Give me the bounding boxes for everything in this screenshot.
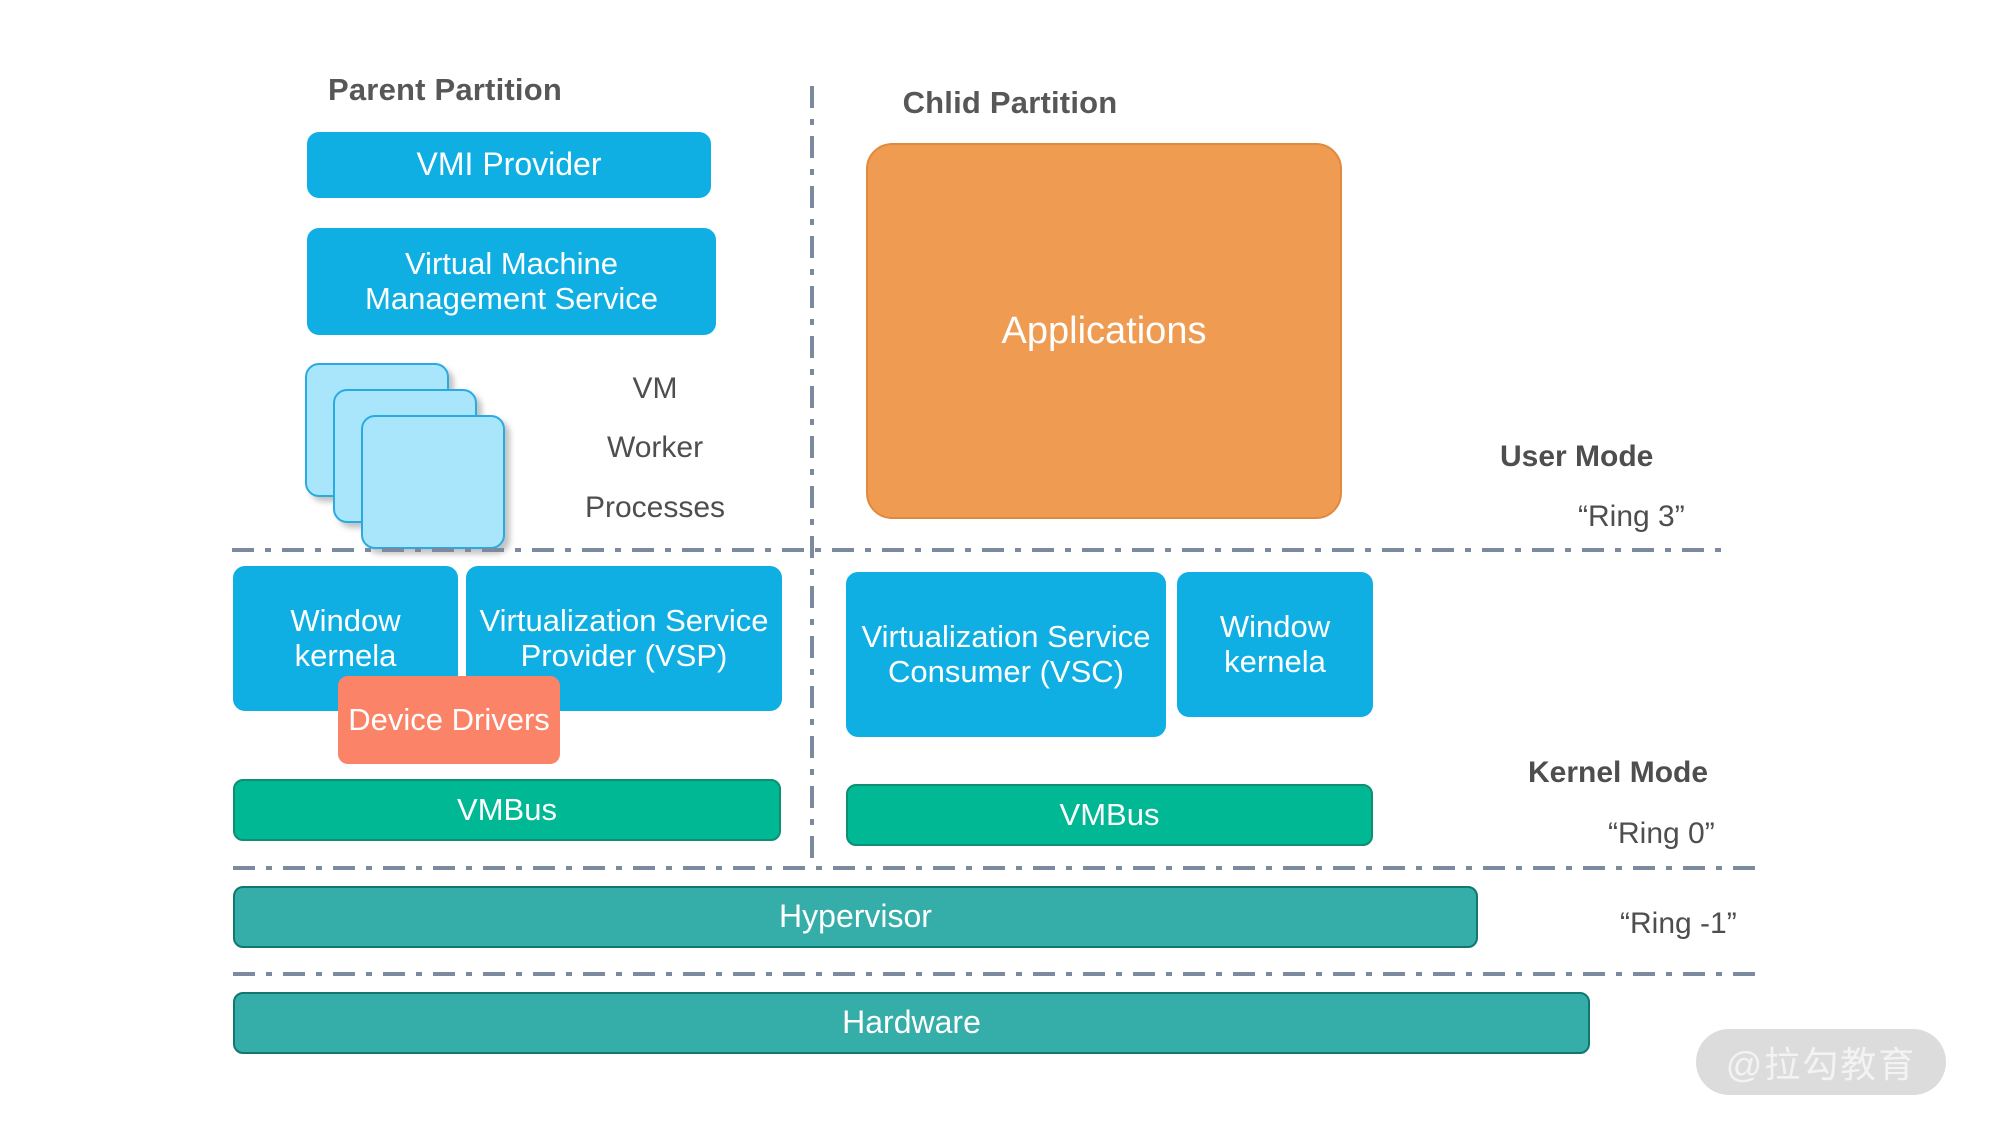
ring3-label: “Ring 3” xyxy=(1578,500,1685,533)
vsp-block[interactable]: Virtualization Service Provider (VSP) xyxy=(466,566,782,711)
parent-vmbus-block[interactable]: VMBus xyxy=(233,779,781,841)
device-drivers-block[interactable]: Device Drivers xyxy=(338,676,560,764)
kernel-mode-label: Kernel Mode xyxy=(1528,756,1709,789)
hardware-block[interactable]: Hardware xyxy=(233,992,1590,1054)
vm-worker-process-stack[interactable] xyxy=(305,363,515,549)
ring0-ring-minus1-divider xyxy=(233,866,1765,870)
applications-block[interactable]: Applications xyxy=(866,143,1342,519)
hypervisor-hardware-divider xyxy=(233,972,1765,976)
child-vmbus-block[interactable]: VMBus xyxy=(846,784,1373,846)
user-mode-label: User Mode xyxy=(1500,440,1654,473)
vsc-block[interactable]: Virtualization Service Consumer (VSC) xyxy=(846,572,1166,737)
watermark: @拉勾教育 xyxy=(1696,1029,1946,1095)
vm-worker-label-line1: VM xyxy=(632,372,678,405)
vm-management-service-block[interactable]: Virtual Machine Management Service xyxy=(307,228,716,335)
vm-worker-card-front xyxy=(361,415,505,549)
ring0-label: “Ring 0” xyxy=(1608,817,1715,850)
ring-minus1-label: “Ring -1” xyxy=(1620,907,1737,940)
child-partition-title: Chlid Partition xyxy=(902,85,1118,120)
partition-divider xyxy=(810,86,814,861)
parent-partition-title: Parent Partition xyxy=(327,72,563,107)
vm-worker-label-line2: Worker xyxy=(606,431,704,464)
vm-worker-label-line3: Processes xyxy=(584,491,726,524)
vmi-provider-block[interactable]: VMI Provider xyxy=(307,132,711,198)
child-window-kernel-block[interactable]: Window kernela xyxy=(1177,572,1373,717)
user-kernel-divider xyxy=(232,548,1728,552)
hypervisor-block[interactable]: Hypervisor xyxy=(233,886,1478,948)
